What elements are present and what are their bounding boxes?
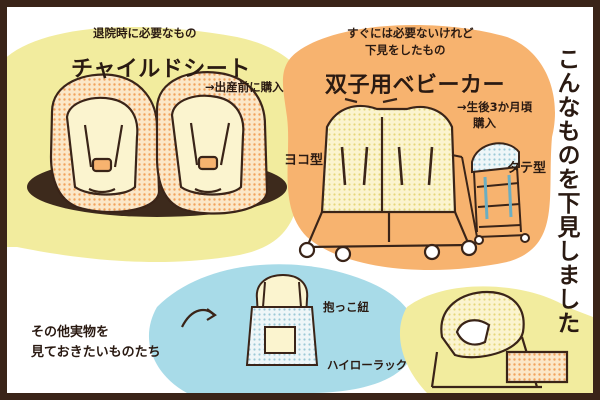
high-low-rack-label: ハイローラック [327, 358, 408, 372]
car-seat-left [49, 73, 161, 214]
twin-stroller-side-by-side [298, 97, 478, 263]
tandem-label: タテ型 [507, 161, 547, 176]
stroller-caption-2: 下見をしたもの [365, 43, 446, 57]
stroller-title: 双子用ベビーカー [325, 73, 506, 98]
baby-carrier-label: 抱っこ紐 [323, 300, 369, 314]
stroller-caption-1: すぐには必要ないけれど [347, 26, 474, 40]
stroller-note-2: 購入 [473, 116, 496, 130]
side-by-side-label: ヨコ型 [284, 153, 324, 168]
others-caption-2: 見ておきたいものたち [31, 345, 161, 360]
car-seat-caption: 退院時に必要なもの [93, 26, 197, 40]
car-seat-right [155, 71, 269, 215]
car-seat-title: チャイルドシート [71, 57, 251, 82]
others-caption-1: その他実物を [31, 325, 110, 340]
high-low-rack [430, 290, 569, 389]
twin-stroller-tandem [451, 142, 530, 245]
illustration [7, 24, 593, 393]
stroller-note-1: →生後3か月頃 [457, 100, 533, 114]
baby-carrier [245, 273, 319, 366]
vertical-title: こんなものを下見しました [553, 47, 579, 335]
car-seat-note: →出産前に購入 [205, 80, 284, 94]
